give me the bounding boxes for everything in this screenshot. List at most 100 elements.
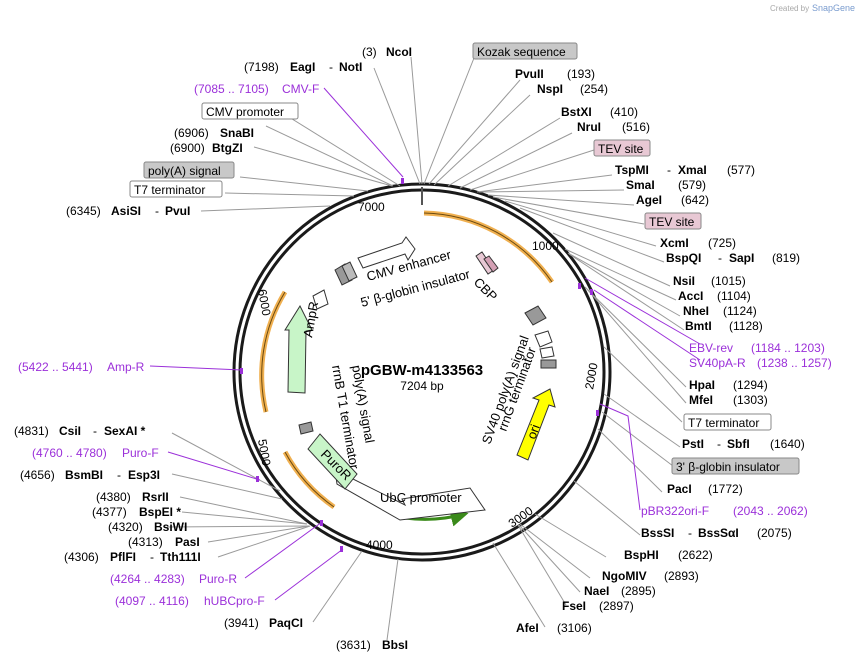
lbl-nspi[interactable]: NspI [537, 82, 563, 96]
right-labels: (3) NcoI Kozak sequence PvuII (193) NspI… [362, 42, 832, 635]
lbl-sexai[interactable]: SexAI * [104, 424, 146, 438]
rrnG-block-2 [539, 346, 555, 359]
lbl-xcmi[interactable]: XcmI [660, 236, 689, 250]
lbl-pasi[interactable]: PasI [175, 535, 200, 549]
lbl-3-insulator[interactable]: 3' β-globin insulator [676, 460, 780, 474]
lbl-tspmi[interactable]: TspMI [615, 163, 649, 177]
lbl-nsii-pos: (1015) [711, 274, 746, 288]
lbl-bbsi[interactable]: BbsI [382, 638, 408, 652]
lbl-acci-pos: (1104) [717, 289, 751, 303]
lbl-bstxi[interactable]: BstXI [561, 105, 592, 119]
lbl-bsssi-sep: - [688, 526, 692, 540]
puror-arrow [307, 433, 358, 490]
lbl-ncoi[interactable]: NcoI [386, 45, 412, 59]
lbl-amp-r-pos: (5422 .. 5441) [18, 360, 93, 374]
lbl-bsmbi-pos: (4656) [20, 468, 55, 482]
lbl-paci[interactable]: PacI [667, 482, 692, 496]
lbl-bsmbi[interactable]: BsmBI [65, 468, 103, 482]
lbl-afei-pos: (3106) [557, 621, 592, 635]
lbl-rsrii[interactable]: RsrII [142, 490, 169, 504]
lbl-pbr322ori-f[interactable]: pBR322ori-F [641, 504, 709, 518]
lbl-pflfi[interactable]: PflFI [110, 550, 136, 564]
lbl-bsmbi-sep: - [117, 468, 121, 482]
lbl-xcmi-pos: (725) [708, 236, 736, 250]
orange-arc-bottom-left-edge [284, 451, 335, 508]
box-tev-2 [644, 212, 702, 230]
lbl-ngomiv[interactable]: NgoMIV [602, 569, 647, 583]
lbl-bsssai[interactable]: BssSαI [698, 526, 739, 540]
lbl-psti-sep: - [717, 437, 721, 451]
lbl-pasi-pos: (4313) [128, 535, 163, 549]
lbl-ncoi-pos: (3) [362, 45, 377, 59]
lbl-agei-pos: (642) [681, 193, 709, 207]
lbl-sapi[interactable]: SapI [729, 251, 754, 265]
lbl-afei[interactable]: AfeI [516, 621, 539, 635]
lbl-asisi[interactable]: AsiSI [111, 204, 141, 218]
lbl-tth111i[interactable]: Tth111I [160, 550, 201, 564]
lbl-amp-r[interactable]: Amp-R [107, 360, 145, 374]
lbl-puro-f[interactable]: Puro-F [122, 446, 159, 460]
lbl-psti[interactable]: PstI [682, 437, 704, 451]
lbl-pvui[interactable]: PvuI [165, 204, 190, 218]
primer-leaders [149, 87, 701, 601]
lbl-bsiwi[interactable]: BsiWI [154, 520, 187, 534]
lbl-bsphi[interactable]: BspHI [624, 548, 659, 562]
lbl-acci[interactable]: AccI [678, 289, 703, 303]
lbl-snabi[interactable]: SnaBI [220, 126, 254, 140]
lbl-ebv-rev-pos: (1184 .. 1203) [751, 341, 825, 355]
lbl-ebv-rev[interactable]: EBV-rev [689, 341, 733, 355]
lbl-smai[interactable]: SmaI [626, 178, 655, 192]
lbl-sbfi[interactable]: SbfI [727, 437, 750, 451]
lbl-cmv-promoter[interactable]: CMV promoter [206, 105, 284, 119]
lbl-bspqi[interactable]: BspQI [666, 251, 701, 265]
lbl-puro-r[interactable]: Puro-R [199, 572, 237, 586]
lbl-csii[interactable]: CsiI [59, 424, 81, 438]
lbl-pvuii[interactable]: PvuII [515, 67, 544, 81]
lbl-sv40pa-r[interactable]: SV40pA-R [689, 356, 746, 370]
tick-6000: 6000 [255, 288, 273, 317]
lbl-bsphi-pos: (2622) [678, 548, 713, 562]
lbl-mfei[interactable]: MfeI [689, 393, 713, 407]
tick-2000: 2000 [582, 361, 600, 390]
leader-lines [166, 56, 687, 641]
lbl-bmti-pos: (1128) [729, 319, 763, 333]
lbl-polya-left[interactable]: poly(A) signal [148, 164, 221, 178]
lbl-hpai[interactable]: HpaI [689, 378, 715, 392]
lbl-eagi-pos: (7198) [244, 60, 279, 74]
lbl-bspei[interactable]: BspEI * [139, 505, 181, 519]
lbl-nrui[interactable]: NruI [577, 120, 601, 134]
cmv-enhancer-arrow [357, 236, 416, 269]
lbl-cmv-f[interactable]: CMV-F [282, 82, 319, 96]
lbl-esp3i[interactable]: Esp3I [128, 468, 160, 482]
ubc-promoter-arrow [334, 469, 486, 521]
lbl-noti[interactable]: NotI [339, 60, 362, 74]
box-cmv-promoter [201, 102, 299, 120]
lbl-fsei[interactable]: FseI [562, 599, 586, 613]
lbl-bmti[interactable]: BmtI [685, 319, 712, 333]
lbl-kozak[interactable]: Kozak sequence [477, 45, 566, 59]
lbl-xmai[interactable]: XmaI [678, 163, 707, 177]
lbl-tev-2[interactable]: TEV site [649, 215, 695, 229]
lbl-paqci[interactable]: PaqCI [269, 616, 303, 630]
credit-text: Created by [770, 4, 809, 13]
lbl-agei[interactable]: AgeI [636, 193, 662, 207]
box-3-insulator [671, 457, 800, 475]
lbl-hubcpro-f[interactable]: hUBCpro-F [204, 594, 265, 608]
lbl-btgzi[interactable]: BtgZI [212, 141, 243, 155]
lbl-eagi[interactable]: EagI [290, 60, 315, 74]
lbl-smai-pos: (579) [678, 178, 706, 192]
lbl-t7-right[interactable]: T7 terminator [688, 416, 759, 430]
lbl-nsii[interactable]: NsiI [673, 274, 695, 288]
lbl-t7-left[interactable]: T7 terminator [134, 183, 205, 197]
lbl-naei[interactable]: NaeI [584, 584, 609, 598]
sv40-block [524, 305, 547, 326]
orange-arc-top-right-edge [423, 212, 553, 283]
box-kozak [472, 42, 578, 60]
lbl-nhei[interactable]: NheI [683, 304, 709, 318]
lbl-tev-1[interactable]: TEV site [598, 142, 644, 156]
primer-marks [240, 178, 599, 552]
lbl-bsssi[interactable]: BssSI [641, 526, 674, 540]
label-ubc: UbC promoter [380, 490, 462, 505]
insulator-block-2 [341, 261, 358, 282]
cbp-block-2 [483, 255, 499, 273]
